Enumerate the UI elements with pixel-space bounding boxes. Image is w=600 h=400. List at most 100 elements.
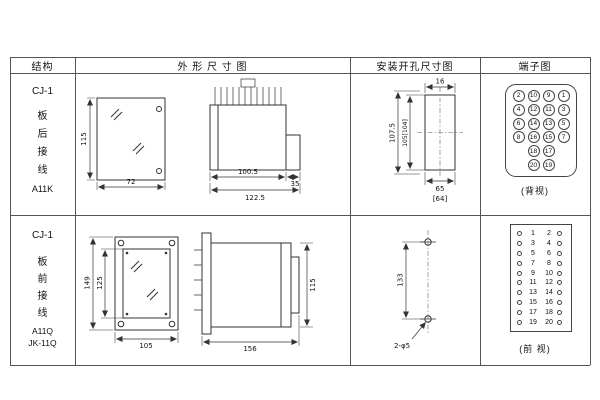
terminal-dot xyxy=(517,250,522,256)
front-view-flange xyxy=(114,236,179,331)
terminal-14: 14 xyxy=(527,117,540,130)
terminal-num: 7 xyxy=(531,259,535,267)
dim-inner-height xyxy=(101,248,123,319)
terminal-num: 9 xyxy=(531,269,535,277)
dim-label-115-side: 115 xyxy=(309,278,317,291)
table-border-row xyxy=(10,215,590,216)
table-border-header xyxy=(10,73,590,74)
dim-label-133: 133 xyxy=(397,273,405,286)
terminal-12: 12 xyxy=(527,103,540,116)
dim-label-16: 16 xyxy=(436,78,445,86)
row1-wiring-1: 板 xyxy=(37,111,48,122)
row1-code: A11K xyxy=(31,184,54,194)
dim-top-width xyxy=(424,83,456,93)
table-border-bottom xyxy=(10,365,590,366)
terminal-num: 8 xyxy=(547,259,551,267)
dim-label-65: 65 xyxy=(436,185,445,193)
row1-model: CJ-1 xyxy=(31,86,54,97)
dim-length xyxy=(201,315,300,346)
side-view-stubs xyxy=(194,249,202,311)
terminal-9: 9 xyxy=(542,89,555,102)
dim-label-107-5: 107.5 xyxy=(389,123,397,143)
terminal-dot xyxy=(557,231,562,237)
rear-view-label: (背视) xyxy=(521,186,549,196)
terminal-dot xyxy=(517,231,522,237)
mounting-holes xyxy=(424,238,432,323)
terminal-num: 11 xyxy=(529,279,537,287)
terminal-dot xyxy=(557,319,562,325)
dim-label-105-104: 105[104] xyxy=(402,119,409,147)
terminal-17: 17 xyxy=(542,145,555,158)
table-divider-3 xyxy=(480,57,481,365)
dim-label-122-5: 122.5 xyxy=(245,194,265,202)
terminal-dot xyxy=(517,270,522,276)
terminal-dot xyxy=(557,270,562,276)
dim-body-length xyxy=(209,172,287,181)
terminal-num: 10 xyxy=(545,269,553,277)
dim-label-100-5: 100.5 xyxy=(238,168,258,176)
terminal-num: 1 xyxy=(531,230,535,238)
terminal-13: 13 xyxy=(542,117,555,130)
terminal-dot xyxy=(517,241,522,247)
front-view-body xyxy=(96,97,166,181)
row1-wiring-4: 线 xyxy=(37,165,48,176)
dim-height xyxy=(87,97,95,181)
terminal-diagram-rear: 2 10 9 1 4 12 11 3 6 14 13 5 8 16 15 7 1… xyxy=(505,84,577,177)
table-border-right xyxy=(590,57,591,365)
terminal-dot xyxy=(557,290,562,296)
dim-label-72: 72 xyxy=(127,178,136,186)
front-view-label: (前 视) xyxy=(519,344,551,354)
terminal-15: 15 xyxy=(542,131,555,144)
terminal-dot xyxy=(517,319,522,325)
terminal-dot xyxy=(557,250,562,256)
terminal-8: 8 xyxy=(512,131,525,144)
row1-wiring-3: 接 xyxy=(37,147,48,158)
dim-total-length xyxy=(209,183,301,194)
side-view-body xyxy=(209,104,301,171)
terminal-16: 16 xyxy=(527,131,540,144)
dim-label-2-phi5: 2-φ5 xyxy=(394,342,410,350)
screw-dots xyxy=(125,251,168,316)
hole-leader xyxy=(411,322,426,340)
dim-bottom-width xyxy=(424,172,456,185)
table-divider-2 xyxy=(350,57,351,365)
terminal-num: 19 xyxy=(529,318,537,326)
row2-wiring-2: 前 xyxy=(37,274,48,285)
header-structure: 结构 xyxy=(31,61,54,73)
dim-label-156: 156 xyxy=(243,345,257,353)
terminal-dot xyxy=(557,241,562,247)
header-install: 安装开孔尺寸图 xyxy=(376,61,454,73)
dim-label-115: 115 xyxy=(80,132,88,145)
terminal-20: 20 xyxy=(527,159,540,172)
table-divider-1 xyxy=(75,57,76,365)
terminal-19: 19 xyxy=(542,159,555,172)
terminal-1: 1 xyxy=(557,89,570,102)
install-drawing-rear-wiring: 16 107.5 105[104] 65 [64] xyxy=(389,78,463,203)
dim-outer-height xyxy=(89,236,113,331)
terminal-7: 7 xyxy=(557,131,570,144)
row2-code2: JK-11Q xyxy=(28,338,57,348)
row2-model: CJ-1 xyxy=(31,230,54,241)
outline-drawing-rear-wiring: 115 72 100.5 35 122.5 xyxy=(80,78,301,202)
row2-wiring-3: 接 xyxy=(37,291,48,302)
terminal-5: 5 xyxy=(557,117,570,130)
terminal-num: 17 xyxy=(529,308,537,316)
terminal-num: 6 xyxy=(547,249,551,257)
row2-code: A11Q xyxy=(31,326,54,336)
dim-side-height xyxy=(300,242,313,328)
terminal-dot xyxy=(517,290,522,296)
dim-label-125: 125 xyxy=(96,276,104,289)
row1-wiring-2: 后 xyxy=(37,129,48,140)
dim-width xyxy=(96,182,166,190)
dim-label-64: [64] xyxy=(433,195,448,203)
dim-outer-height xyxy=(394,90,420,175)
terminal-2: 2 xyxy=(512,89,525,102)
terminal-dot xyxy=(557,309,562,315)
table-border-top xyxy=(10,57,590,58)
dim-hole-distance xyxy=(402,241,424,320)
terminal-num: 20 xyxy=(545,318,553,326)
terminal-dot xyxy=(557,280,562,286)
table-border-left xyxy=(10,57,11,365)
terminal-dot xyxy=(517,260,522,266)
